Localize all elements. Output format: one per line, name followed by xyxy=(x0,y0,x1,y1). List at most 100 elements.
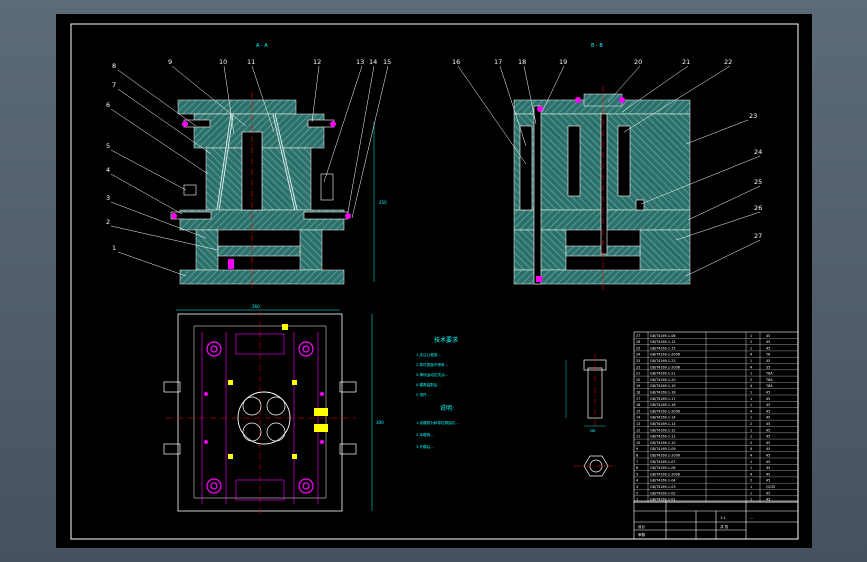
bom-cell-code: GB/T4169.1-2006 xyxy=(650,365,680,369)
section-a-label: A - A xyxy=(256,43,268,49)
bom-cell-qty: 1 xyxy=(750,428,752,432)
balloon-23: 23 xyxy=(749,112,757,120)
bom-cell-no: 7 xyxy=(636,460,638,464)
bom-cell-no: 10 xyxy=(636,441,640,445)
bom-cell-mat: Q235 xyxy=(766,485,775,489)
check-label: 审核 xyxy=(638,532,646,537)
bom-cell-qty: 1 xyxy=(750,403,752,407)
bom-cell-qty: 1 xyxy=(750,391,752,395)
bom-cell-code: GB/T4169.1-2006 xyxy=(650,454,680,458)
bom-cell-code: GB/T4169.1-2006 xyxy=(650,353,680,357)
balloon-25: 25 xyxy=(754,178,762,186)
balloon-16: 16 xyxy=(452,58,460,66)
bom-cell-code: GB/T4169.1-01 xyxy=(650,498,676,502)
bom-cell-code: GB/T4169.1-12 xyxy=(650,340,676,344)
sheet-count: 共 张 xyxy=(720,524,729,529)
bom-cell-mat: T8 xyxy=(765,353,770,357)
bom-cell-qty: 1 xyxy=(750,491,752,495)
bom-cell-code: GB/T4169.1-14 xyxy=(650,416,676,420)
bom-cell-no: 5 xyxy=(636,472,638,476)
bom-cell-mat: T8A xyxy=(765,378,773,382)
drawing-name: ... xyxy=(750,515,754,520)
bom-cell-no: 22 xyxy=(636,365,640,369)
design-label: 设计 xyxy=(638,524,646,529)
bom-cell-no: 11 xyxy=(636,435,640,439)
bom-cell-mat: 45 xyxy=(766,479,770,483)
bom-cell-qty: 2 xyxy=(750,378,752,382)
bom-cell-no: 20 xyxy=(636,378,640,382)
note-1: 1.未注公差按... xyxy=(416,352,441,357)
notes-subtitle: 说明: xyxy=(440,404,454,412)
plan-view: 260 300 xyxy=(163,304,384,516)
bom-cell-mat: 45 xyxy=(766,472,770,476)
section-view-b xyxy=(513,86,691,290)
bom-cell-no: 19 xyxy=(636,384,640,388)
title-block: ... 1:1 共 张 设计 审核 xyxy=(633,500,799,540)
bom-cell-no: 8 xyxy=(636,454,638,458)
balloon-11: 11 xyxy=(247,58,255,66)
bom-cell-code: GB/T4169.1-15 xyxy=(650,346,676,350)
balloon-27: 27 xyxy=(754,232,762,240)
bom-cell-code: GB/T4169.1-10 xyxy=(650,441,676,445)
bom-cell-mat: 45 xyxy=(766,416,770,420)
bom-cell-mat: 45 xyxy=(766,340,770,344)
bom-cell-qty: 1 xyxy=(750,334,752,338)
bom-cell-mat: 45 xyxy=(766,447,770,451)
bom-cell-mat: 45 xyxy=(766,359,770,363)
scale-value: 1:1 xyxy=(720,516,726,520)
bom-cell-qty: 4 xyxy=(750,365,752,369)
sub-note-2: 2.本模具... xyxy=(416,432,434,437)
bom-cell-code: GB/T4169.1-18 xyxy=(650,391,676,395)
balloon-24: 24 xyxy=(754,148,762,156)
balloon-20: 20 xyxy=(634,58,642,66)
bom-cell-mat: 45 xyxy=(766,403,770,407)
balloon-17: 17 xyxy=(494,58,502,66)
bom-cell-no: 6 xyxy=(636,466,638,470)
bom-cell-qty: 1 xyxy=(750,460,752,464)
bom-cell-no: 12 xyxy=(636,428,640,432)
bom-cell-mat: 45 xyxy=(766,491,770,495)
balloon-13: 13 xyxy=(356,58,364,66)
drawing-sheet[interactable]: A - A B - B xyxy=(56,14,812,548)
technical-notes: 技术要求 1.未注公差按... 2.零件表面不得有... 3.滑块运动应灵活..… xyxy=(416,336,459,449)
bom-cell-mat: 45 xyxy=(766,428,770,432)
bom-cell-qty: 1 xyxy=(750,416,752,420)
bom-cell-mat: T8A xyxy=(765,384,773,388)
balloon-18: 18 xyxy=(518,58,526,66)
bom-cell-qty: 4 xyxy=(750,454,752,458)
balloon-1: 1 xyxy=(112,244,116,252)
bom-cell-no: 2 xyxy=(636,491,638,495)
bom-cell-qty: 1 xyxy=(750,435,752,439)
bom-cell-qty: 2 xyxy=(750,422,752,426)
bom-cell-no: 13 xyxy=(636,422,640,426)
bom-cell-mat: 45 xyxy=(766,334,770,338)
notes-title: 技术要求 xyxy=(434,336,458,344)
bom-cell-mat: 45 xyxy=(766,441,770,445)
bom-cell-qty: 1 xyxy=(750,485,752,489)
bom-cell-code: GB/T4169.1-06 xyxy=(650,334,676,338)
bom-cell-qty: 1 xyxy=(750,372,752,376)
balloons-right: 16 17 18 19 20 21 22 23 24 25 26 27 xyxy=(452,58,762,240)
balloon-12: 12 xyxy=(313,58,321,66)
svg-text:250: 250 xyxy=(379,200,387,205)
bom-cell-no: 24 xyxy=(636,353,640,357)
bom-cell-qty: 4 xyxy=(750,409,752,413)
balloon-22: 22 xyxy=(724,58,732,66)
balloon-6: 6 xyxy=(106,101,110,109)
